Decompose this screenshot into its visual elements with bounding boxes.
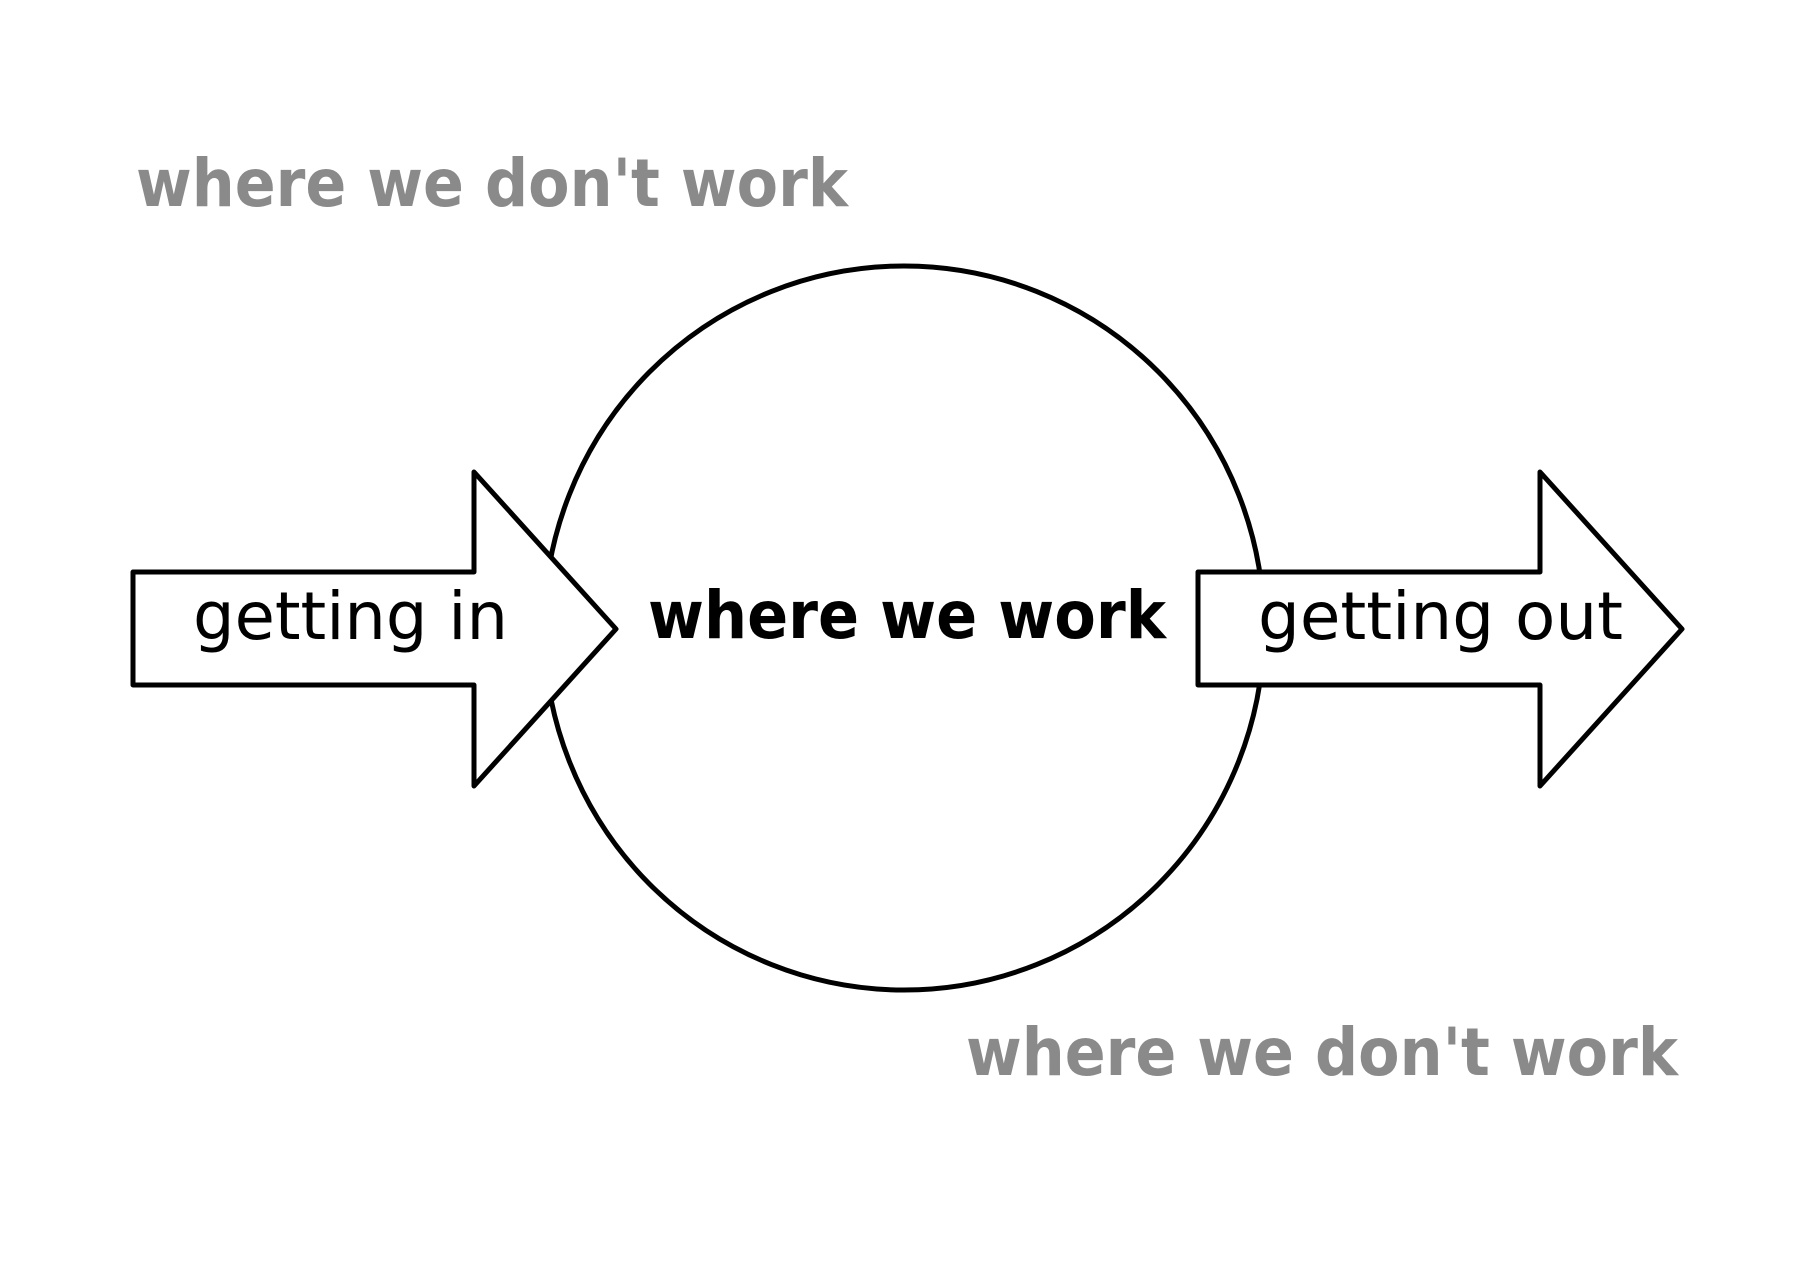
center-label: where we work <box>648 577 1168 654</box>
exit-arrow <box>1195 469 1685 789</box>
exit-arrow-label: getting out <box>1258 578 1623 655</box>
outside-label-bottom: where we don't work <box>966 1014 1680 1091</box>
outside-label-top: where we don't work <box>136 145 850 222</box>
entry-arrow-label: getting in <box>193 578 508 655</box>
entry-arrow <box>130 469 619 789</box>
